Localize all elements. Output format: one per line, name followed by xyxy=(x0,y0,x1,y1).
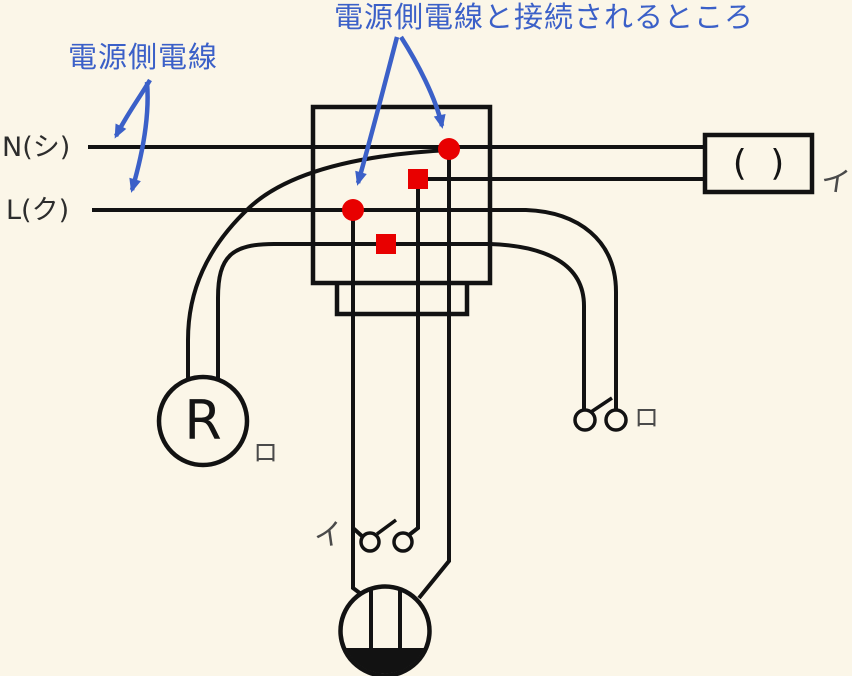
wires xyxy=(88,145,705,602)
connection-square-lower xyxy=(376,234,396,254)
lamp-to-switch-ro-line xyxy=(216,242,586,409)
circuit-label-i-device: イ xyxy=(818,162,852,200)
annotation-arrows xyxy=(113,35,446,193)
connection-dot-live xyxy=(342,199,364,221)
lamp-receptacle-circle xyxy=(156,374,250,468)
live-line-label: L(ク) xyxy=(6,195,70,226)
connection-markers xyxy=(342,138,460,254)
connection-square-upper xyxy=(408,169,428,189)
circuit-label-i-switch: イ xyxy=(311,516,346,554)
switch-i-terminal-left xyxy=(359,531,381,553)
ceiling-light-terminals xyxy=(369,590,402,652)
blank-device-box xyxy=(702,132,815,195)
power-side-connection-label: 電源側電線と接続されるところ xyxy=(334,0,755,34)
switch-ro-terminal-left xyxy=(573,408,597,432)
neutral-down-wire xyxy=(417,150,451,600)
junction-box xyxy=(310,104,493,317)
switch-i xyxy=(359,518,414,553)
blank-device-symbol: ( ) xyxy=(732,142,791,184)
switch-i-terminal-right xyxy=(392,531,414,553)
switch-ro-terminal-right xyxy=(604,408,628,432)
live-line-to-switch-ro xyxy=(92,208,618,409)
arrow-to-live-dot xyxy=(355,36,400,186)
power-side-wire-label: 電源側電線 xyxy=(68,40,219,74)
junction-box-outline xyxy=(310,104,493,286)
connection-dot-neutral xyxy=(438,138,460,160)
switch-i-lever xyxy=(375,518,398,536)
lamp-receptacle-letter: R xyxy=(184,389,222,452)
switch-i-stub xyxy=(351,526,365,539)
circuit-label-ro-switch: ロ xyxy=(634,403,660,432)
circuit-label-ro-lamp: ロ xyxy=(253,438,279,467)
arrow-to-live-line xyxy=(129,81,150,193)
ceiling-light xyxy=(338,584,432,676)
neutral-curve-to-lamp xyxy=(186,148,450,379)
arrow-to-neutral-dot xyxy=(399,35,446,129)
middle-down-wire xyxy=(407,180,420,537)
neutral-line-label: N(シ) xyxy=(2,132,71,163)
junction-box-notch xyxy=(334,283,470,317)
switch-ro xyxy=(573,396,628,432)
switch-ro-lever xyxy=(590,396,613,414)
